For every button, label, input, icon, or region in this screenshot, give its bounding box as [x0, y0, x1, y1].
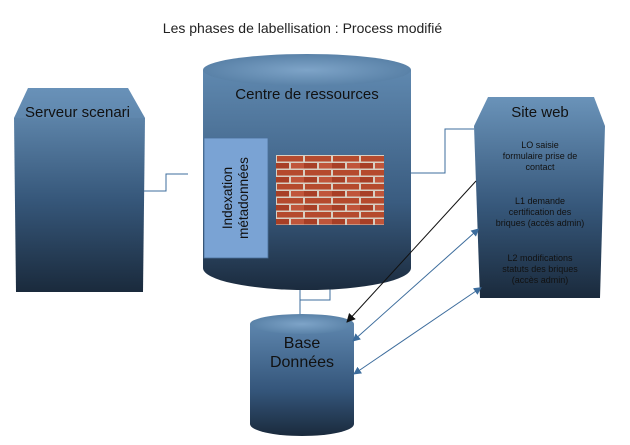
- site-web-item-l2: L2 modifications statuts des briques (ac…: [480, 253, 600, 286]
- indexation-box: [203, 137, 269, 259]
- indexation-line-1: Indexation: [220, 166, 235, 230]
- site-web-item-l2-line-3: (accès admin): [511, 275, 569, 285]
- base-donnees-shape: [250, 324, 354, 436]
- brick-wall-image: [276, 155, 384, 225]
- serveur-scenari-shape: [14, 88, 145, 292]
- site-web-item-l2-line-2: statuts des briques: [502, 264, 578, 274]
- diagram-title: Les phases de labellisation : Process mo…: [162, 20, 443, 36]
- site-web-shape: [474, 97, 605, 298]
- site-web-node: [474, 97, 605, 298]
- serveur-scenari-label: Serveur scenari: [24, 104, 131, 121]
- site-web-item-l0-line-3: contact: [525, 162, 555, 172]
- indexation-line-2: métadonnées: [236, 157, 251, 239]
- connector-serveur-centre: [143, 173, 188, 192]
- site-web-item-l2-line-1: L2 modifications: [507, 253, 573, 263]
- connector-centre-siteweb: [410, 128, 474, 174]
- base-donnees-label: Base Données: [250, 334, 354, 372]
- centre-de-ressources-label: Centre de ressources: [235, 86, 379, 103]
- arrow-l2-base: [353, 287, 482, 375]
- base-donnees-line-2: Données: [269, 354, 335, 371]
- base-donnees-node: [250, 314, 354, 436]
- site-web-item-l0-line-2: formulaire prise de: [502, 151, 578, 161]
- site-web-item-l1: L1 demande certification des briques (ac…: [480, 196, 600, 229]
- base-donnees-line-1: Base: [283, 335, 321, 352]
- site-web-item-l1-line-1: L1 demande: [514, 196, 566, 206]
- site-web-label: Site web: [511, 104, 569, 121]
- indexation-label: Indexation métadonnées: [204, 138, 268, 258]
- site-web-item-l1-line-3: briques (accès admin): [495, 218, 585, 228]
- serveur-scenari-node: [14, 88, 145, 292]
- site-web-item-l0-line-1: LO saisie: [521, 140, 559, 150]
- site-web-item-l1-line-2: certification des: [508, 207, 572, 217]
- site-web-item-l0: LO saisie formulaire prise de contact: [480, 140, 600, 173]
